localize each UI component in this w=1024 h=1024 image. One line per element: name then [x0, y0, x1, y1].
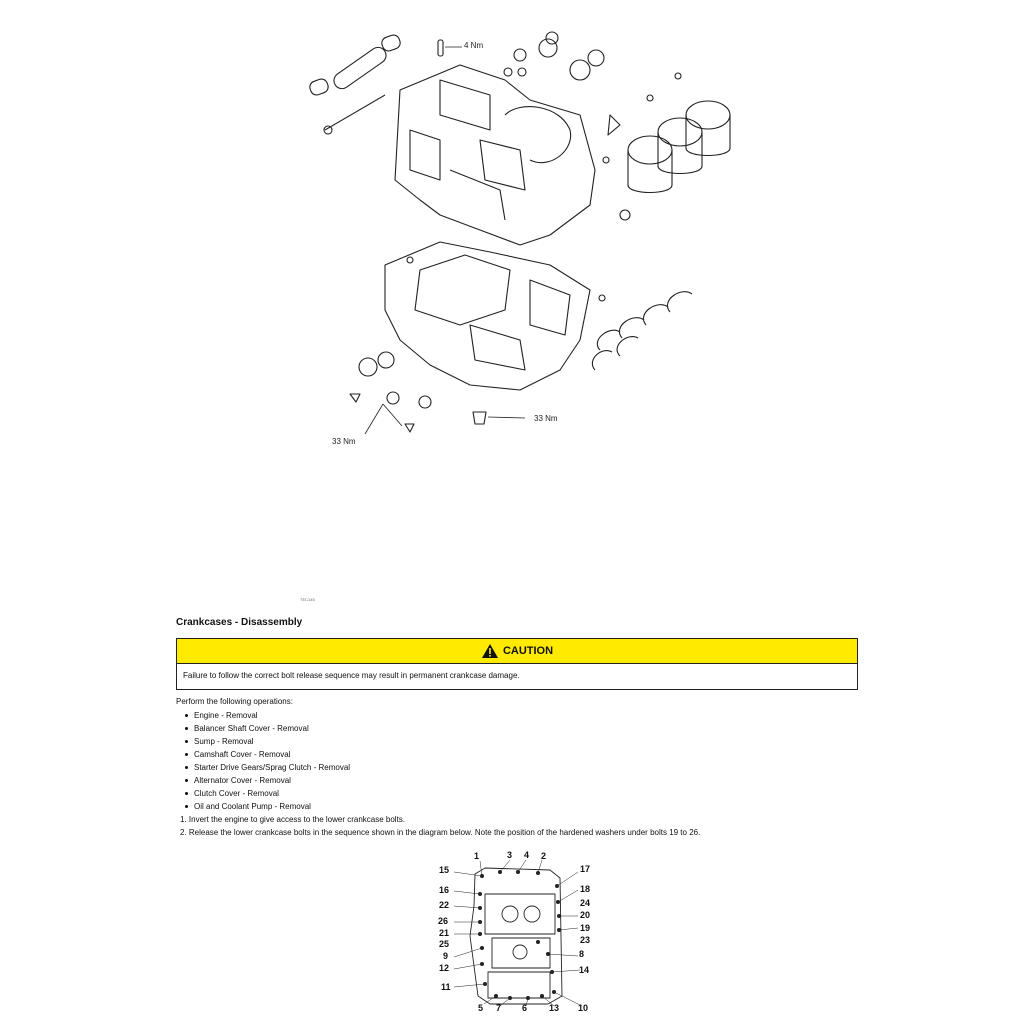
bullet-icon: [185, 714, 188, 717]
list-item: Starter Drive Gears/Sprag Clutch - Remov…: [180, 761, 350, 774]
figure-reference: TEC145: [300, 597, 315, 602]
bolt-number: 3: [507, 850, 512, 860]
operation-link[interactable]: Balancer Shaft Cover - Removal: [194, 724, 309, 733]
operation-link[interactable]: Clutch Cover - Removal: [194, 789, 279, 798]
operation-link[interactable]: Oil and Coolant Pump - Removal: [194, 802, 311, 811]
bullet-icon: [185, 740, 188, 743]
caution-header: CAUTION: [177, 639, 857, 664]
bullet-icon: [185, 753, 188, 756]
operation-link[interactable]: Sump - Removal: [194, 737, 254, 746]
bolt-number: 6: [522, 1003, 527, 1013]
bolt-number: 26: [438, 916, 448, 926]
bolt-number: 23: [580, 935, 590, 945]
bolt-number: 24: [580, 898, 590, 908]
bullet-icon: [185, 792, 188, 795]
bolt-sequence-diagram: 1 3 4 2 15 17 16 18 22 24 20 26 19 21 23…: [438, 850, 590, 1013]
bullet-icon: [185, 805, 188, 808]
caution-title: CAUTION: [502, 645, 554, 657]
bolt-number: 11: [441, 982, 451, 992]
list-item: Camshaft Cover - Removal: [180, 748, 350, 761]
section-title: Crankcases - Disassembly: [176, 617, 303, 628]
list-item: Oil and Coolant Pump - Removal: [180, 800, 350, 813]
bolt-number: 9: [443, 951, 448, 961]
list-item: Clutch Cover - Removal: [180, 787, 350, 800]
bolt-number: 8: [579, 949, 584, 959]
bullet-icon: [185, 779, 188, 782]
bolt-number: 25: [439, 939, 449, 949]
bolt-number: 2: [541, 851, 546, 861]
torque-label-4nm: 4 Nm: [464, 41, 483, 50]
bolt-number: 19: [580, 923, 590, 933]
bolt-number: 7: [496, 1003, 501, 1013]
bolt-number: 20: [580, 910, 590, 920]
torque-label-33nm-right: 33 Nm: [534, 414, 558, 423]
bolt-number: 14: [579, 965, 589, 975]
operation-link[interactable]: Engine - Removal: [194, 711, 258, 720]
bolt-number: 1: [474, 851, 479, 861]
bolt-number: 5: [478, 1003, 483, 1013]
procedure-intro: Perform the following operations:: [176, 697, 293, 706]
step-item: 1. Invert the engine to give access to t…: [180, 815, 406, 824]
operations-list: Engine - Removal Balancer Shaft Cover - …: [180, 709, 350, 813]
operation-link[interactable]: Starter Drive Gears/Sprag Clutch - Remov…: [194, 763, 351, 772]
crankcase-exploded-illustration: 4 Nm 33 Nm 33 Nm: [309, 31, 731, 446]
caution-box: CAUTION Failure to follow the correct bo…: [176, 638, 858, 690]
bolt-number: 21: [439, 928, 449, 938]
list-item: Engine - Removal: [180, 709, 350, 722]
bolt-number: 13: [549, 1003, 559, 1013]
warning-triangle-icon: [481, 644, 498, 658]
bolt-number: 18: [580, 884, 590, 894]
list-item: Balancer Shaft Cover - Removal: [180, 722, 350, 735]
bolt-number: 10: [578, 1003, 588, 1013]
step-item: 2. Release the lower crankcase bolts in …: [180, 828, 701, 837]
torque-label-33nm-left: 33 Nm: [332, 437, 356, 446]
operation-link[interactable]: Alternator Cover - Removal: [194, 776, 291, 785]
steps-list: 1. Invert the engine to give access to t…: [180, 813, 700, 839]
bolt-number: 15: [439, 865, 449, 875]
list-item: Alternator Cover - Removal: [180, 774, 350, 787]
bolt-number: 12: [439, 963, 449, 973]
bolt-number: 17: [580, 864, 590, 874]
caution-text: Failure to follow the correct bolt relea…: [183, 671, 520, 680]
bolt-number: 22: [439, 900, 449, 910]
bullet-icon: [185, 766, 188, 769]
bolt-number: 16: [439, 885, 449, 895]
bullet-icon: [185, 727, 188, 730]
operation-link[interactable]: Camshaft Cover - Removal: [194, 750, 291, 759]
list-item: Sump - Removal: [180, 735, 350, 748]
bolt-number: 4: [524, 850, 529, 860]
